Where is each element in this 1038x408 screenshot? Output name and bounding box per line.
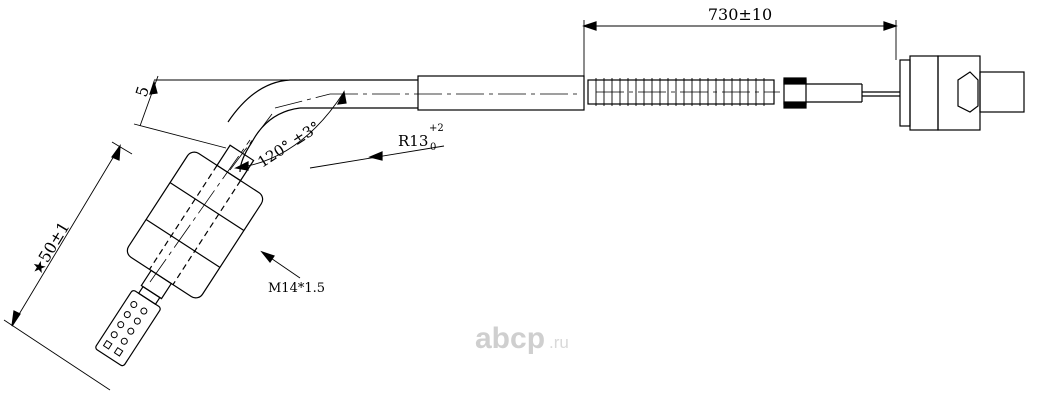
probe [95,269,173,367]
probe-shield [95,290,161,367]
dim-50-label: ★50±1 [27,218,73,278]
hex-nut-hidden-2 [172,180,242,285]
hex-nut-flat-1 [169,182,245,232]
sensor-outline [3,20,1025,391]
dim-angle-arrow-top [336,90,347,105]
clip-band-bottom [783,101,807,109]
dim-thread-label: M14*1.5 [268,281,325,296]
connector-body [909,55,939,131]
dim-5-line [139,75,159,127]
probe-neck [140,269,173,300]
dim-radius-tol-upper: +2 [429,123,444,134]
connector-plug [979,71,1025,113]
watermark-brand: abcp [475,322,545,355]
hex-nut-hidden-1 [148,165,218,270]
dim-50-line [11,145,121,327]
sleeve [417,75,585,111]
dim-50-ext-bottom [3,319,111,391]
dim-r13-arrow [368,151,383,161]
dim-5-ext-bottom [133,123,227,149]
connector-flange [899,59,911,127]
bend-inner-lower [239,141,253,173]
dim-730-arrow-right [883,21,898,31]
hex-nut-flat-2 [145,218,221,268]
dim-50-arrow-bottom [11,310,21,327]
watermark-suffix: .ru [549,333,569,352]
probe-holes [102,301,148,357]
nut-collar [216,144,255,182]
watermark-logo: abcp .ru [475,322,569,355]
centerline [149,91,780,283]
bend-inner-arc [251,107,301,143]
dim-730-arrow-left [582,21,597,31]
dim-radius-tol-lower: 0 [430,142,436,153]
clip-band-top [783,77,807,85]
dim-5-label: 5 [132,84,153,100]
dim-radius-group: R13 +2 0 [398,123,444,153]
connector-latch [957,71,979,113]
bend-outer-arc [227,79,291,123]
dim-angle-arc [235,91,345,169]
dim-angle-label: 120° ±3° [254,118,323,172]
connector-housing [937,55,981,131]
dim-50-ext-top [111,141,133,155]
dim-angle-arrow-left [234,161,249,171]
dim-thread-arrow [260,250,275,264]
dim-radius-label: R13 [398,132,428,150]
dim-5-arrow [149,79,158,95]
dim-730-label: 730±10 [708,5,772,24]
dim-50-arrow-top [111,143,121,161]
